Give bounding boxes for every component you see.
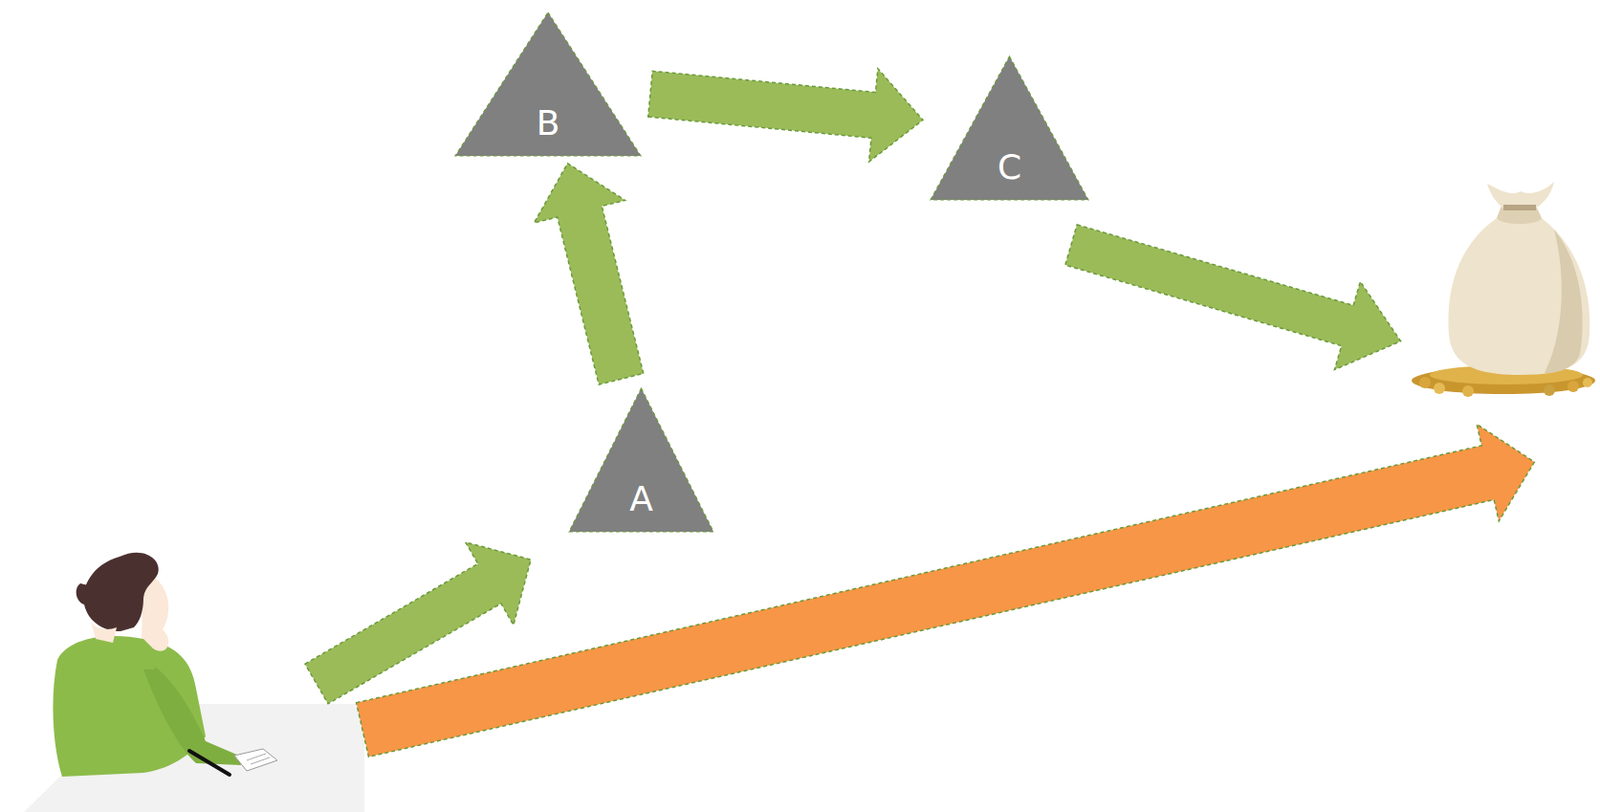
triangle-shape — [455, 12, 641, 156]
triangle-shape — [569, 388, 714, 532]
triangle-node: C — [930, 56, 1089, 200]
triangle-outline — [569, 388, 714, 532]
flow-arrow — [648, 68, 923, 163]
triangle-node: B — [455, 12, 641, 156]
person-figure — [52, 552, 278, 777]
node-letter: C — [997, 148, 1022, 200]
flow-arrow — [1058, 200, 1415, 386]
node-letter: A — [629, 480, 654, 532]
triangle-shape — [930, 56, 1089, 200]
flow-arrow — [534, 163, 644, 385]
node-letter: B — [536, 104, 561, 156]
triangle-node: A — [569, 388, 714, 532]
triangle-outline — [930, 56, 1089, 200]
money-bag — [1411, 181, 1596, 397]
direct-arrow — [350, 413, 1546, 778]
triangle-outline — [455, 12, 641, 156]
